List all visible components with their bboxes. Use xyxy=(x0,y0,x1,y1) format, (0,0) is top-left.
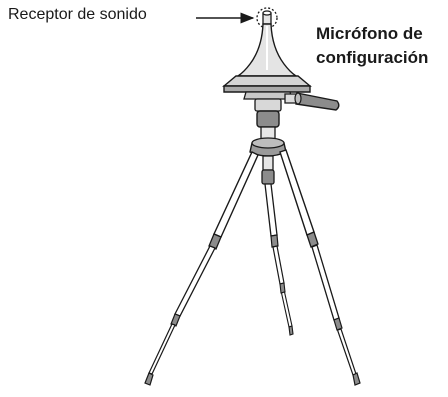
setup-microphone-label-line1: Micrófono de xyxy=(316,22,423,46)
setup-microphone xyxy=(224,24,310,92)
tripod-leg-right xyxy=(280,150,360,385)
tripod-leg-left xyxy=(145,152,258,385)
tripod-leg-center xyxy=(265,184,293,335)
tripod-head xyxy=(244,92,339,141)
setup-microphone-label-line2: configuración xyxy=(316,46,428,70)
sound-receptor-label: Receptor de sonido xyxy=(8,6,147,24)
sound-receptor xyxy=(263,11,271,24)
